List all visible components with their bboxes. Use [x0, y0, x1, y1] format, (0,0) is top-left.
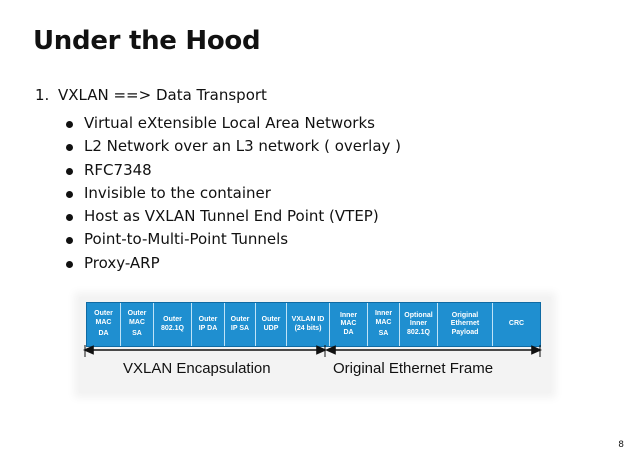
frame-field-line: 802.1Q: [407, 328, 430, 336]
frame-field-line: Inner: [339, 311, 358, 319]
frame-field-line: Outer: [163, 316, 182, 323]
original-frame-arrow: [325, 345, 542, 357]
frame-field-label: VXLAN ID(24 bits): [292, 316, 325, 333]
frame-field-line: Outer: [261, 316, 281, 323]
bullet-item: RFC7348: [62, 159, 401, 182]
frame-field-line: 802.1Q: [161, 324, 184, 332]
frame-field-line: MAC: [129, 318, 145, 326]
frame-field-line: MAC: [340, 320, 357, 328]
bullet-item: Point-to-Multi-Point Tunnels: [62, 228, 401, 251]
frame-span-arrows: [83, 345, 542, 357]
list-number: 1.: [35, 86, 50, 104]
frame-field-line: IP SA: [230, 324, 250, 332]
frame-field-line: Payload: [451, 328, 479, 336]
bullet-list: Virtual eXtensible Local Area Networks L…: [62, 112, 401, 275]
encapsulation-arrow: [83, 345, 327, 357]
frame-field-line: DA: [343, 328, 354, 336]
frame-field-line: Outer: [198, 316, 218, 323]
frame-field-cell: VXLAN ID(24 bits): [287, 303, 330, 346]
bullet-item: Virtual eXtensible Local Area Networks: [62, 112, 401, 135]
frame-field-line: Outer: [230, 316, 250, 323]
frame-field-line: Optional: [404, 311, 433, 319]
original-ethernet-frame-label: Original Ethernet Frame: [333, 360, 494, 377]
frame-field-line: CRC: [508, 320, 525, 328]
bullet-item: Invisible to the container: [62, 182, 401, 205]
frame-field-sublabel: SA: [132, 330, 142, 338]
frame-field-line: Inner: [409, 320, 428, 328]
frame-field-line: Inner: [374, 310, 393, 318]
frame-field-label: CRC: [509, 320, 524, 329]
frame-field-line: Outer: [127, 310, 147, 318]
frame-field-sublabel: SA: [378, 330, 389, 338]
list-item-vxlan: VXLAN ==> Data Transport: [58, 86, 267, 104]
bullet-item: Proxy-ARP: [62, 252, 401, 275]
frame-field-line: IP DA: [198, 324, 218, 332]
frame-field-line: (24 bits): [294, 324, 322, 332]
slide-title: Under the Hood: [33, 26, 261, 56]
frame-field-line: Outer: [94, 310, 113, 318]
frame-field-line: UDP: [263, 324, 279, 332]
frame-field-cell: CRC: [493, 303, 540, 346]
frame-field-line: Ethernet: [450, 320, 480, 328]
frame-field-line: VXLAN ID: [291, 316, 325, 323]
bullet-item: L2 Network over an L3 network ( overlay …: [62, 135, 401, 158]
vxlan-encapsulation-label: VXLAN Encapsulation: [123, 360, 271, 377]
frame-field-sublabel: DA: [98, 330, 109, 338]
bullet-item: Host as VXLAN Tunnel End Point (VTEP): [62, 205, 401, 228]
frame-field-line: MAC: [375, 318, 392, 326]
page-number: 8: [618, 440, 624, 450]
frame-field-line: MAC: [95, 318, 112, 326]
frame-field-line: Original: [451, 311, 479, 319]
